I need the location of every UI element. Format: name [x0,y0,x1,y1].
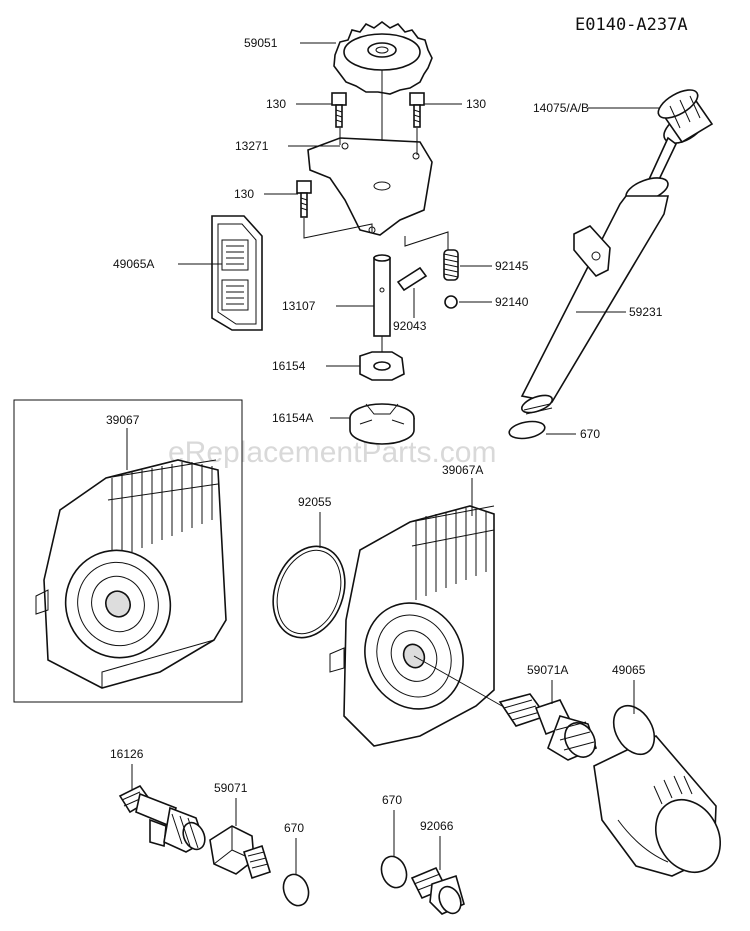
outer-rotor-16154A[interactable] [349,403,415,445]
label-59071: 59071 [214,781,248,795]
label-16154A: 16154A [272,411,313,425]
fitting-59071[interactable] [209,825,271,880]
label-670-c: 670 [382,793,402,807]
label-92145: 92145 [495,259,529,273]
label-59231: 59231 [629,305,663,319]
nipple-16126[interactable] [118,784,209,853]
label-39067A: 39067A [442,463,483,477]
label-39067: 39067 [106,413,140,427]
o-ring-670-upper[interactable] [508,419,546,441]
label-13271: 13271 [235,139,269,153]
o-ring-92055[interactable] [261,536,357,648]
inner-rotor-16154[interactable] [359,351,405,381]
shaft-13107[interactable] [373,254,391,337]
label-670-a: 670 [580,427,600,441]
screen-49065A[interactable] [211,215,263,331]
oil-cooler-39067A[interactable] [329,505,495,747]
label-92140: 92140 [495,295,529,309]
label-92066: 92066 [420,819,454,833]
label-92055: 92055 [298,495,332,509]
bolt-130-left[interactable] [331,92,347,128]
label-13107: 13107 [282,299,316,313]
plate-13271[interactable] [307,137,433,236]
pin-92043[interactable] [396,266,428,292]
o-ring-670-lower-left[interactable] [279,871,312,909]
label-130-c: 130 [234,187,254,201]
label-130-b: 130 [466,97,486,111]
label-59051: 59051 [244,36,278,50]
diagram-code: E0140-A237A [575,15,688,35]
label-49065A: 49065A [113,257,154,271]
label-130-a: 130 [266,97,286,111]
gear-59051[interactable] [333,21,433,95]
oil-tube-59231[interactable] [520,173,672,416]
label-16154: 16154 [272,359,306,373]
spring-92145[interactable] [443,249,459,281]
label-670-b: 670 [284,821,304,835]
fitting-59071A[interactable] [498,693,601,763]
bolt-130-right[interactable] [409,92,425,128]
cap-14075[interactable] [644,84,714,192]
label-14075: 14075/A/B [533,101,589,115]
label-92043: 92043 [393,319,427,333]
watermark: eReplacementParts.com [168,436,496,469]
label-59071A: 59071A [527,663,568,677]
oil-cooler-39067[interactable] [35,459,227,689]
oil-filter-49065[interactable] [593,698,733,883]
label-16126: 16126 [110,747,144,761]
drain-plug-92066[interactable] [410,866,465,917]
bolt-130-lower[interactable] [296,180,312,218]
case-39067-box [13,399,243,703]
o-ring-670-lower-right[interactable] [377,853,410,891]
label-49065: 49065 [612,663,646,677]
ball-92140[interactable] [444,295,458,309]
